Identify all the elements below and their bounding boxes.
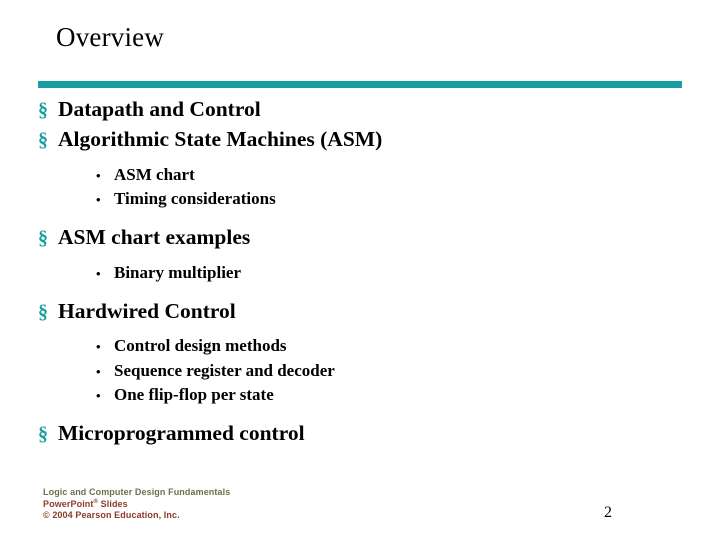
outline-item-label: Binary multiplier [114, 262, 242, 282]
outline-item-level2: • Control design methods [38, 334, 688, 357]
page-title: Overview [56, 22, 165, 52]
title-divider [38, 81, 682, 88]
outline-item-label: Datapath and Control [58, 97, 261, 121]
outline-item-label: Microprogrammed control [58, 421, 305, 446]
outline-item-level2: • Sequence register and decoder [38, 359, 688, 382]
section-bullet-icon: § [38, 227, 48, 250]
footer-copyright: © 2004 Pearson Education, Inc. [43, 510, 180, 521]
section-bullet-icon: § [38, 301, 48, 324]
spacer [38, 285, 688, 297]
outline-item-level1: § ASM chart examples [38, 223, 688, 251]
spacer [38, 327, 688, 334]
registered-mark-icon: ® [93, 498, 99, 505]
outline-item-label: One flip-flop per state [114, 384, 274, 404]
footer-slides-rest: Slides [98, 498, 128, 509]
outline-item-label: Hardwired Control [58, 299, 236, 324]
spacer [38, 211, 688, 223]
spacer [38, 254, 688, 261]
footer-credit: Logic and Computer Design Fundamentals P… [43, 487, 273, 522]
outline-item-level1: § Hardwired Control [38, 297, 688, 325]
sub-bullet-icon: • [96, 387, 101, 403]
outline-item-level1: § Microprogrammed control [38, 419, 688, 447]
outline-item-label: ASM chart [114, 164, 195, 184]
footer-book-title: Logic and Computer Design Fundamentals [43, 487, 231, 498]
sub-bullet-icon: • [96, 167, 101, 183]
outline-item-level2: • ASM chart [38, 163, 688, 186]
section-bullet-icon: § [38, 129, 48, 152]
footer-slides-label: PowerPoint® Slides [43, 499, 273, 511]
sub-bullet-icon: • [96, 339, 101, 355]
outline-item-level2: • Timing considerations [38, 187, 688, 210]
outline-item-level1: § Datapath and Control [38, 95, 688, 123]
sub-bullet-icon: • [96, 265, 101, 281]
footer-slides-main: PowerPoint [43, 498, 94, 509]
outline-item-label: Algorithmic State Machines (ASM) [58, 127, 383, 152]
sub-bullet-icon: • [96, 363, 101, 379]
section-bullet-icon: § [38, 423, 48, 446]
sub-bullet-icon: • [96, 192, 101, 208]
outline-item-level2: • Binary multiplier [38, 261, 688, 284]
outline-item-label: Sequence register and decoder [114, 360, 335, 380]
outline-item-label: Control design methods [114, 336, 287, 356]
spacer [38, 156, 688, 163]
outline-item-level2: • One flip-flop per state [38, 383, 688, 406]
outline-item-level1: § Algorithmic State Machines (ASM) [38, 125, 688, 153]
outline-item-label: ASM chart examples [58, 225, 251, 250]
section-bullet-icon: § [38, 99, 48, 121]
spacer [38, 407, 688, 419]
page-number: 2 [604, 504, 612, 521]
outline-item-label: Timing considerations [114, 189, 276, 209]
outline-list: § Datapath and Control § Algorithmic Sta… [38, 95, 688, 450]
